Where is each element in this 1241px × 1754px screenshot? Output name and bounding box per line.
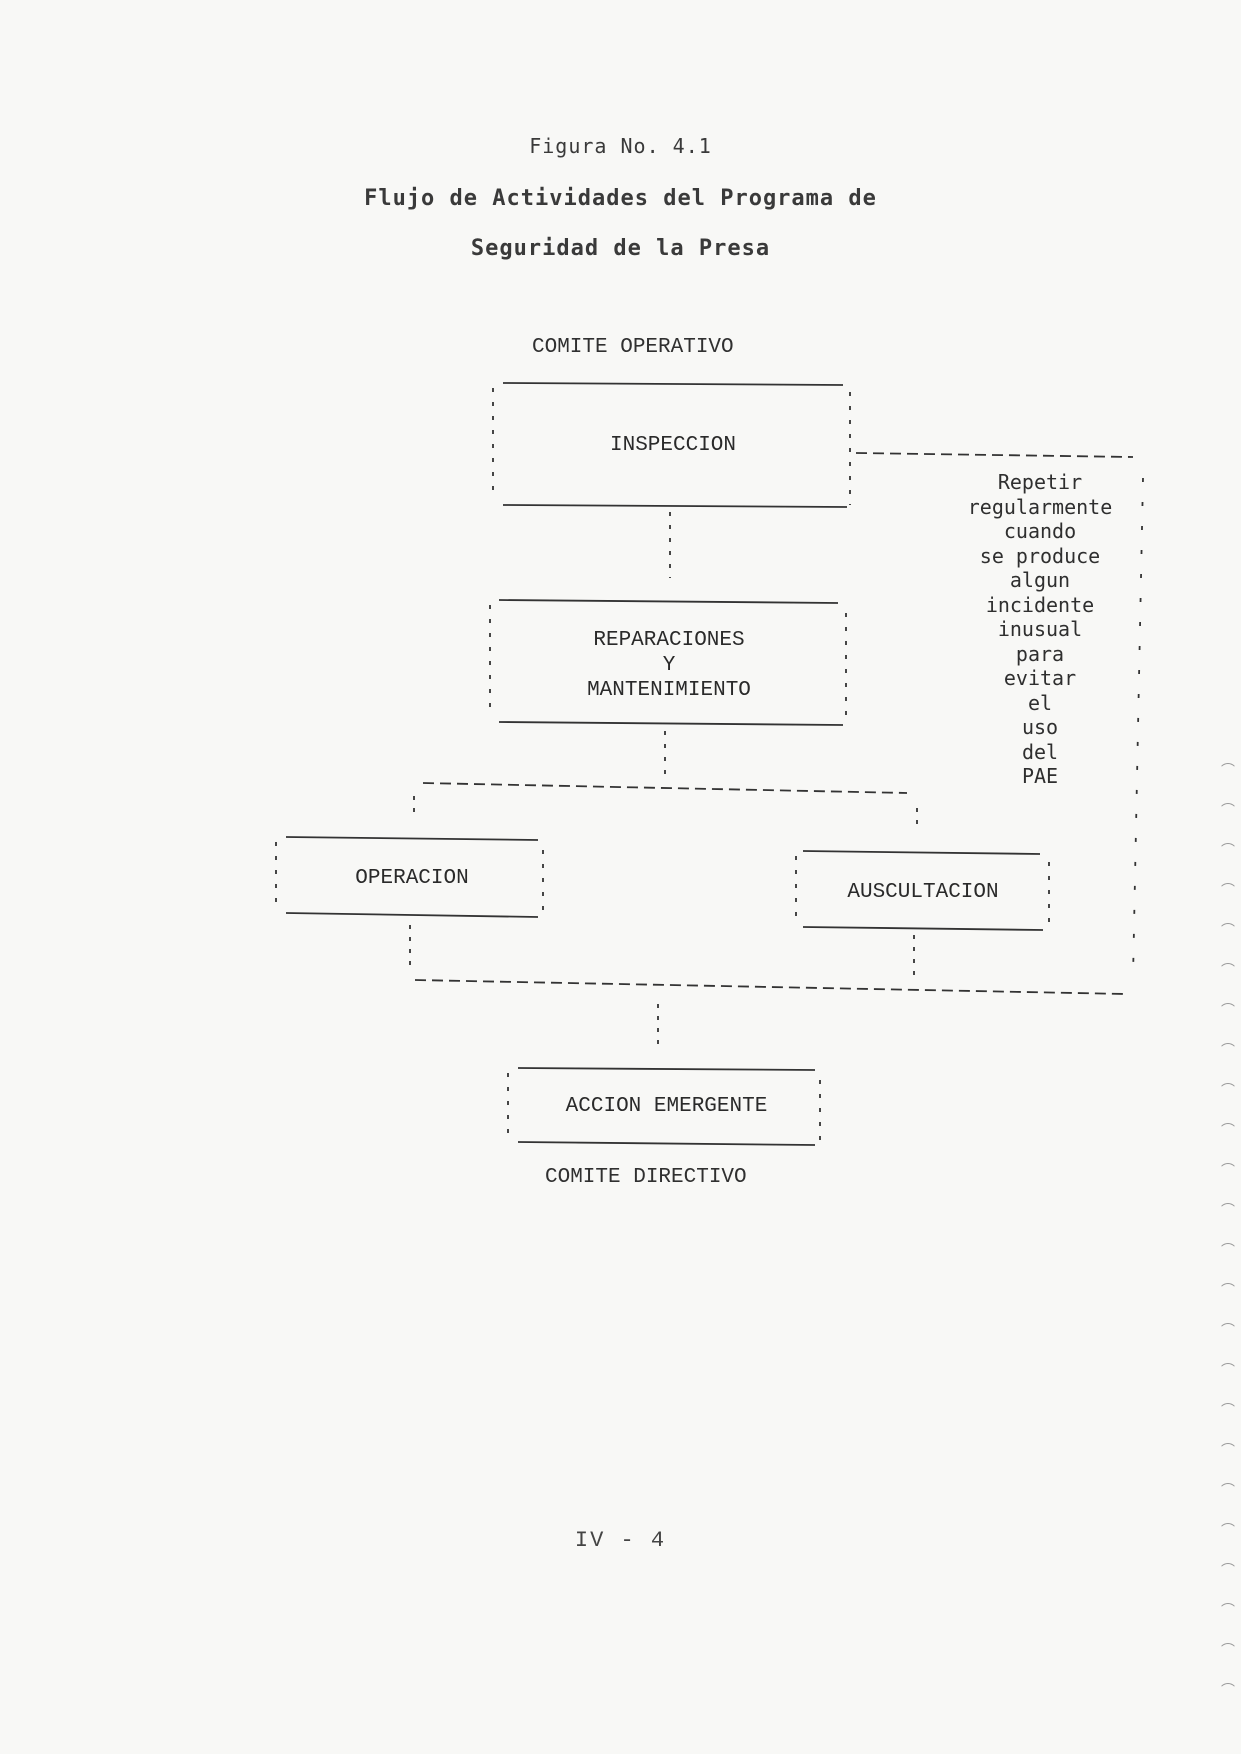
- binder-ring-icon: ⌒: [1221, 1043, 1235, 1059]
- binder-ring-icon: ⌒: [1221, 963, 1235, 979]
- binder-ring-icon: ⌒: [1221, 1323, 1235, 1339]
- reparaciones-label: REPARACIONES Y MANTENIMIENTO: [587, 629, 751, 702]
- page-number: IV - 4: [574, 1528, 667, 1553]
- binder-ring-icon: ⌒: [1221, 923, 1235, 939]
- reparaciones-box: [489, 599, 847, 726]
- binder-ring-icon: ⌒: [1221, 1563, 1235, 1579]
- auscultacion-label: AUSCULTACION: [847, 881, 999, 904]
- binder-ring-icon: ⌒: [1221, 763, 1235, 779]
- binder-ring-icon: ⌒: [1221, 843, 1235, 859]
- loop-line-top: [855, 452, 1134, 458]
- loop-note: Repetir regularmente cuando se produce a…: [967, 470, 1113, 788]
- accion-emergente-box: [507, 1067, 821, 1146]
- binder-ring-icon: ⌒: [1221, 1443, 1235, 1459]
- operacion-box: [275, 836, 544, 918]
- merge-line: [414, 979, 1126, 995]
- binder-ring-icon: ⌒: [1221, 803, 1235, 819]
- comite-operativo-label: COMITE OPERATIVO: [532, 336, 734, 359]
- binder-ring-icon: ⌒: [1221, 1123, 1235, 1139]
- binder-ring-icon: ⌒: [1221, 1683, 1235, 1699]
- comite-directivo-label: COMITE DIRECTIVO: [545, 1166, 747, 1189]
- binder-ring-icon: ⌒: [1221, 1483, 1235, 1499]
- binder-ring-icon: ⌒: [1221, 1403, 1235, 1419]
- binder-ring-icon: ⌒: [1221, 1283, 1235, 1299]
- binder-ring-icon: ⌒: [1221, 1363, 1235, 1379]
- binder-ring-icon: ⌒: [1221, 1643, 1235, 1659]
- figure-number: Figura No. 4.1: [529, 134, 712, 158]
- split-line: [422, 782, 908, 794]
- inspeccion-label: INSPECCION: [609, 434, 737, 457]
- operacion-label: OPERACION: [355, 867, 469, 890]
- figure-title-line-2: Seguridad de la Presa: [470, 236, 771, 261]
- binder-ring-icon: ⌒: [1221, 1203, 1235, 1219]
- auscultacion-box: [795, 850, 1050, 931]
- binder-ring-icon: ⌒: [1221, 1603, 1235, 1619]
- binder-ring-icon: ⌒: [1221, 1243, 1235, 1259]
- binder-ring-icon: ⌒: [1221, 1163, 1235, 1179]
- figure-title-line-1: Flujo de Actividades del Programa de: [364, 186, 877, 211]
- binder-ring-icon: ⌒: [1221, 883, 1235, 899]
- inspeccion-box: [492, 382, 851, 508]
- binder-ring-icon: ⌒: [1221, 1083, 1235, 1099]
- accion-emergente-label: ACCION EMERGENTE: [565, 1095, 768, 1118]
- binder-ring-icon: ⌒: [1221, 1523, 1235, 1539]
- binder-ring-icon: ⌒: [1221, 1003, 1235, 1019]
